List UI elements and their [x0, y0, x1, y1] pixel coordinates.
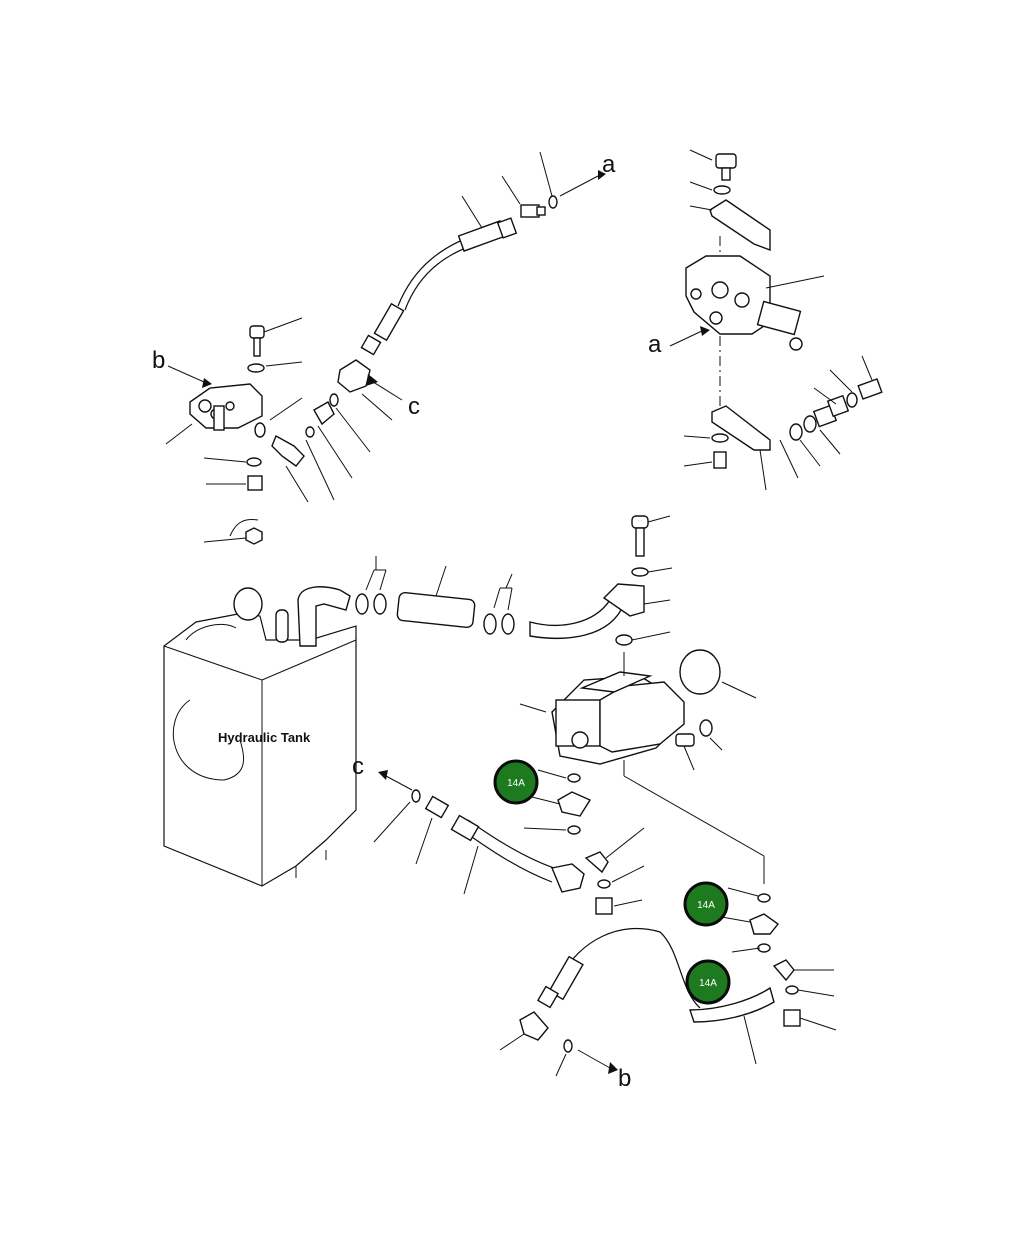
- hydraulic-tank: [163, 586, 357, 887]
- callout-14a-label: 14A: [699, 978, 717, 989]
- callout-14a-pump-suction[interactable]: 14A: [493, 759, 539, 805]
- upper-fittings-c: [305, 359, 403, 501]
- reference-letter-a-lower: a: [648, 331, 662, 358]
- return-hose-assembly: [499, 887, 837, 1077]
- suction-hose-assembly: [355, 515, 673, 646]
- pressure-hose-lower: [373, 769, 645, 915]
- reference-letter-c: c: [408, 393, 420, 420]
- reference-letter-c-lower: c: [352, 753, 364, 780]
- upper-hose-assembly: [360, 151, 606, 356]
- reference-letter-a: a: [602, 151, 616, 178]
- callout-14a-pump-flange[interactable]: 14A: [683, 881, 729, 927]
- left-valve-block: [165, 317, 309, 545]
- callout-14a-return-hose[interactable]: 14A: [685, 959, 731, 1005]
- callout-14a-label: 14A: [507, 778, 525, 789]
- reference-letter-b-lower: b: [618, 1065, 631, 1092]
- hydraulic-tank-label: Hydraulic Tank: [218, 730, 311, 745]
- hydraulic-pump: [519, 649, 765, 884]
- callout-14a-label: 14A: [697, 900, 715, 911]
- reference-letter-b: b: [152, 347, 165, 374]
- control-valve-assembly: [669, 149, 883, 491]
